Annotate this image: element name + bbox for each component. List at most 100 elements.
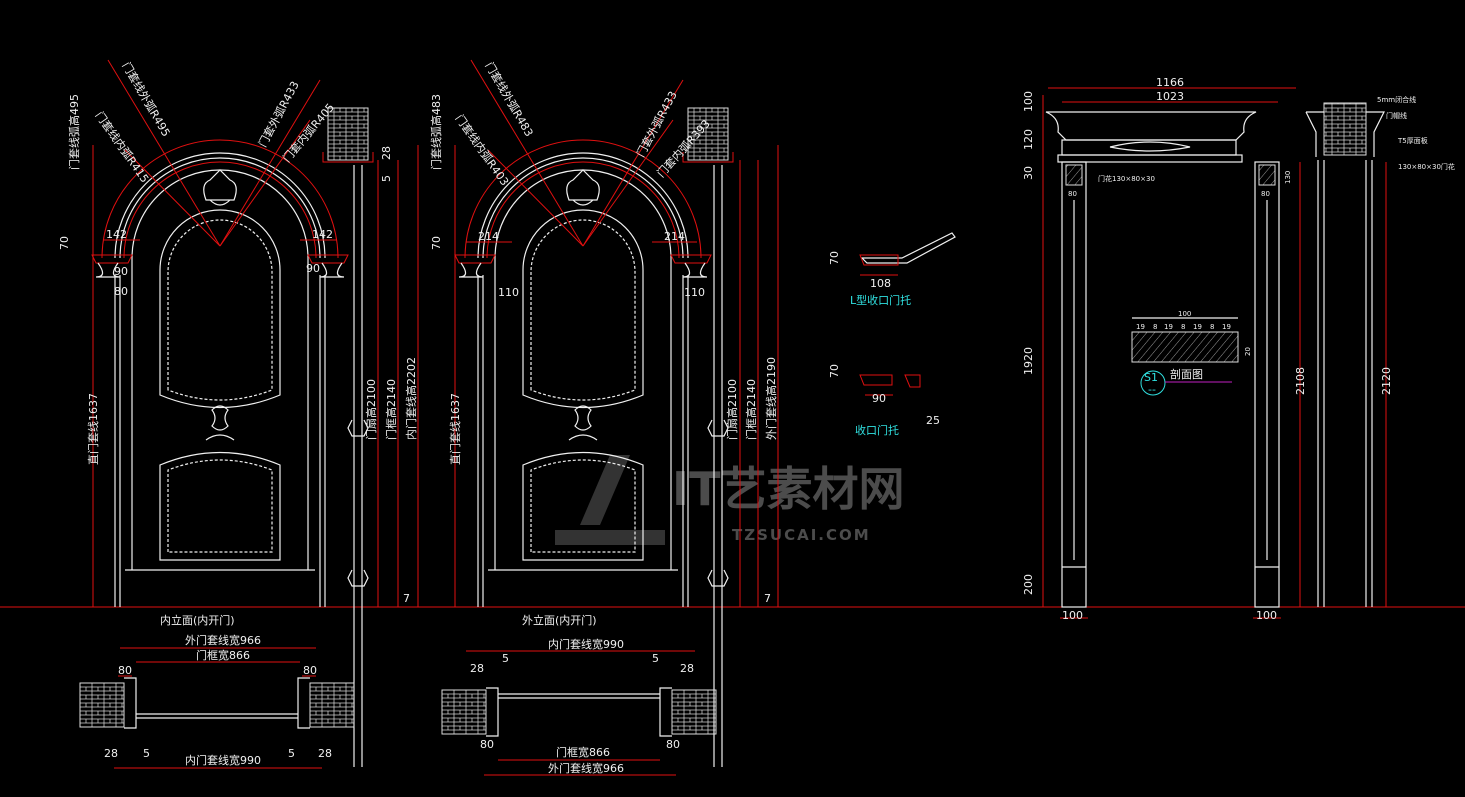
dim-h120: 120	[1022, 129, 1035, 150]
seg-5: 8	[1210, 323, 1214, 331]
side-note-3: T5厚面板	[1397, 136, 1428, 145]
plan2-28b: 28	[680, 662, 694, 675]
dim-c80a: 80	[1068, 190, 1077, 198]
dim-90-left: 90	[114, 265, 128, 278]
section-total: 100	[1178, 310, 1191, 318]
plan1-5a: 5	[143, 747, 150, 760]
dim-h100: 100	[1022, 91, 1035, 112]
watermark-name: IT艺素材网	[672, 462, 905, 516]
plan1-80b: 80	[303, 664, 317, 677]
caption-inner-elevation: 内立面(内开门)	[160, 613, 235, 627]
plan2-5a: 5	[502, 652, 509, 665]
wall-left	[79, 682, 125, 728]
dim-trim-height-2: 外门套线高2190	[764, 357, 778, 440]
dim-inner-arc-2: 门套线内弧R403	[453, 112, 512, 189]
wall-left-2	[441, 689, 487, 735]
note-flower: 门花130×80×30	[1098, 174, 1155, 183]
dim-142-left: 142	[106, 228, 127, 241]
dim-straight-trim: 直门套线1637	[86, 393, 100, 465]
dim-arc-height-2: 门套线弧高483	[429, 94, 443, 170]
wall-right	[309, 682, 355, 728]
dim-28: 28	[380, 146, 393, 160]
dim-142-right: 142	[312, 228, 333, 241]
plan1-5b: 5	[288, 747, 295, 760]
plan1-28a: 28	[104, 747, 118, 760]
detail-70b: 70	[828, 364, 841, 378]
plan2-outer-width: 外门套线宽966	[548, 761, 624, 775]
dim-80: 80	[114, 285, 128, 298]
plan2-28a: 28	[470, 662, 484, 675]
watermark-logo: IT艺素材网 TZSUCAI.COM	[555, 455, 905, 545]
plan2-5b: 5	[652, 652, 659, 665]
dim-frame-outer-arc-2: 门套外弧R433	[633, 89, 679, 160]
seg-1: 8	[1153, 323, 1157, 331]
caption-outer-elevation: 外立面(内开门)	[522, 613, 597, 627]
plan2-inner-width: 内门套线宽990	[548, 637, 624, 651]
detail-l-caption: L型收口门托	[850, 293, 911, 307]
door-inner-geometry	[91, 59, 349, 608]
dim-7-2: 7	[764, 592, 771, 605]
detail-108: 108	[870, 277, 891, 290]
dim-7: 7	[403, 592, 410, 605]
dim-1166: 1166	[1156, 76, 1184, 89]
dim-h2120: 2120	[1380, 367, 1393, 395]
watermark-url: TZSUCAI.COM	[732, 526, 871, 544]
plan-inner: 外门套线宽966 门框宽866 80 80 28 5 5 28 内门套线宽990	[79, 633, 355, 769]
dim-trim-height: 内门套线高2202	[404, 357, 418, 440]
dim-110-left: 110	[498, 286, 519, 299]
dim-214-left: 214	[478, 230, 499, 243]
dim-70-2: 70	[430, 236, 443, 250]
dim-110-right: 110	[684, 286, 705, 299]
detail-70a: 70	[828, 251, 841, 265]
seg-0: 19	[1136, 323, 1145, 331]
wall-right-2	[671, 689, 717, 735]
section-thick: 20	[1244, 347, 1252, 356]
dim-leaf-height: 门扇高2100	[364, 379, 378, 440]
frame-side-section: 5mm闭合线 门帽线 T5厚面板 130×80×30门花	[1305, 95, 1455, 607]
dim-h30: 30	[1022, 166, 1035, 180]
dim-h200: 200	[1022, 574, 1035, 595]
seg-4: 19	[1193, 323, 1202, 331]
dim-arc-height: 门套线弧高495	[67, 94, 81, 170]
dim-b100a: 100	[1062, 609, 1083, 622]
seg-2: 19	[1164, 323, 1173, 331]
dim-h2108: 2108	[1294, 367, 1307, 395]
dim-leaf-height-2: 门扇高2100	[725, 379, 739, 440]
section-s1: 100 19 8 19 8 19 8 19 20 S1 -- 剖面图	[1131, 310, 1252, 396]
dim-70: 70	[58, 236, 71, 250]
plan1-28b: 28	[318, 747, 332, 760]
detail-90: 90	[872, 392, 886, 405]
detail-caption: 收口门托	[855, 423, 899, 437]
dim-90-right: 90	[306, 262, 320, 275]
dim-b100b: 100	[1256, 609, 1277, 622]
dim-5: 5	[380, 175, 393, 182]
plan2-80a: 80	[480, 738, 494, 751]
dim-frame-height: 门框高2140	[384, 379, 398, 440]
plan1-80a: 80	[118, 664, 132, 677]
door-stop-details: 70 108 L型收口门托 70 90 25 收口门托	[828, 232, 956, 437]
dim-straight-trim-2: 直门套线1637	[448, 393, 462, 465]
dim-1023: 1023	[1156, 90, 1184, 103]
dim-h1920: 1920	[1022, 347, 1035, 375]
side-note-1: 5mm闭合线	[1377, 95, 1416, 104]
dim-outer-arc-r: 门套线外弧R495	[119, 60, 173, 139]
side-note-2: 门帽线	[1386, 111, 1407, 120]
outer-elevation-door: 门套线弧高483 门套线内弧R403 门套线外弧R483 门套外弧R433 门套…	[429, 59, 779, 768]
section-title: 剖面图	[1170, 367, 1203, 381]
seg-6: 19	[1222, 323, 1231, 331]
plan1-frame-width: 门框宽866	[196, 648, 250, 662]
side-note-4: 130×80×30门花	[1398, 162, 1455, 171]
plan2-80b: 80	[666, 738, 680, 751]
plan2-frame-width: 门框宽866	[556, 745, 610, 759]
plan1-inner-width: 内门套线宽990	[185, 753, 261, 767]
dim-c80b: 80	[1261, 190, 1270, 198]
dim-frame-height-2: 门框高2140	[744, 379, 758, 440]
detail-25: 25	[926, 414, 940, 427]
seg-3: 8	[1181, 323, 1185, 331]
dim-h130: 130	[1284, 171, 1292, 184]
section-marker: S1	[1144, 371, 1158, 384]
section-marker-sub: --	[1148, 383, 1156, 396]
dim-outer-arc: 门套线内弧R415	[93, 109, 152, 186]
dim-outer-arc-2: 门套线外弧R483	[482, 60, 536, 139]
